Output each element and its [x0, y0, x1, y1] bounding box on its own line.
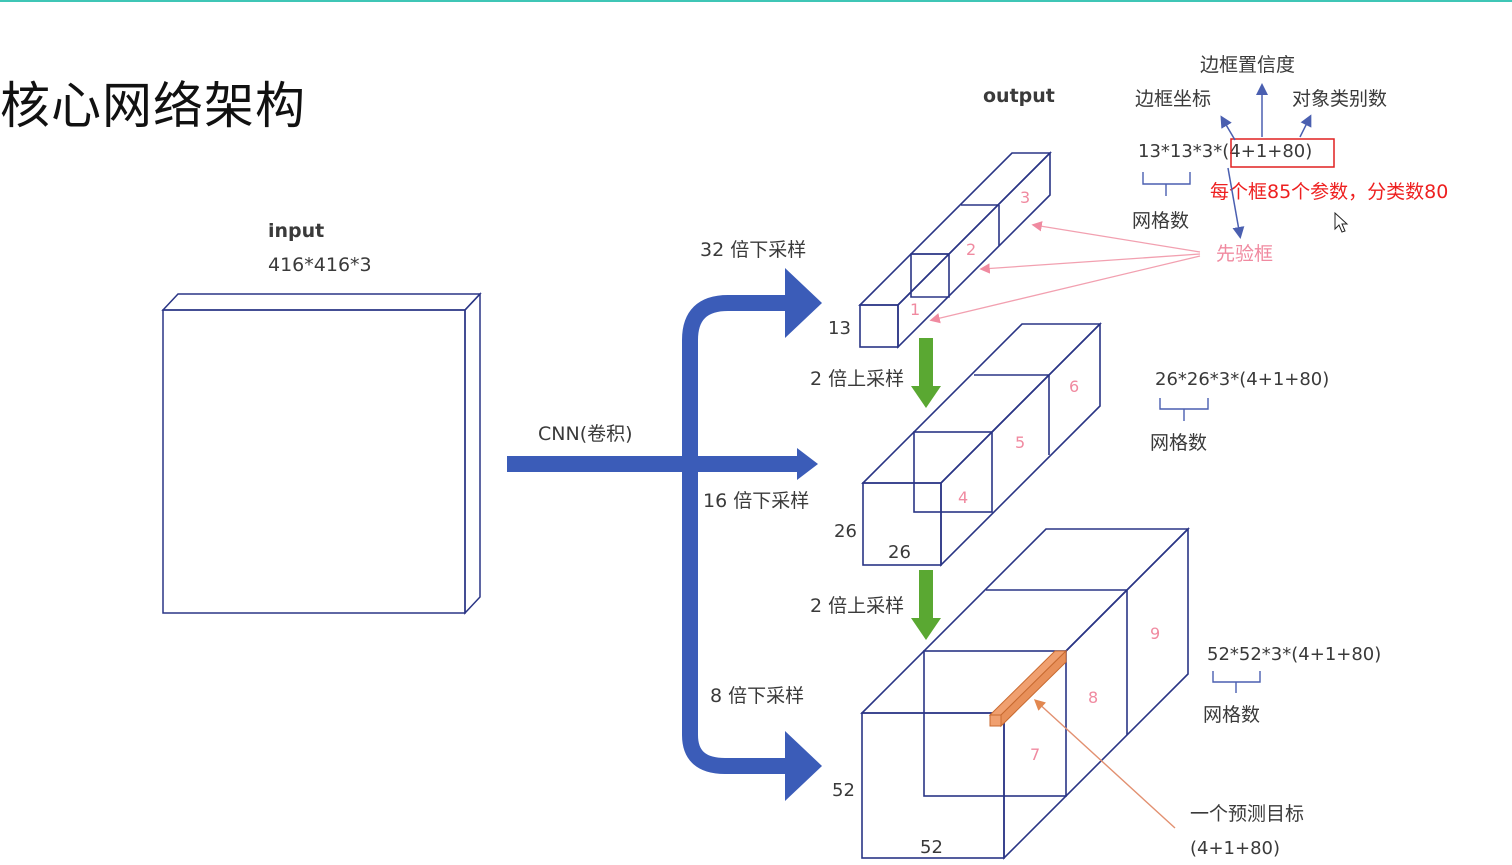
grid-brace-13	[1142, 172, 1191, 196]
downsample-8-label: 8 倍下采样	[710, 685, 804, 707]
target-arrow	[1033, 699, 1176, 829]
grid-brace-52	[1212, 671, 1261, 693]
dim-26-bottom: 26	[888, 542, 911, 563]
coords-label: 边框坐标	[1135, 88, 1211, 110]
cell-7: 7	[1030, 745, 1040, 764]
note-85-params: 每个框85个参数，分类数80	[1210, 181, 1448, 203]
cursor-icon	[1334, 211, 1349, 233]
downsample-32-label: 32 倍下采样	[700, 239, 806, 261]
dim-52-bottom: 52	[920, 837, 943, 858]
upsample-arrow-2	[911, 570, 941, 640]
input-block	[161, 292, 482, 615]
downsample-16-label: 16 倍下采样	[703, 490, 809, 512]
output-label: output	[983, 85, 1055, 107]
classes-label: 对象类别数	[1292, 88, 1387, 110]
dim-26-left: 26	[834, 521, 857, 542]
cell-8: 8	[1088, 688, 1098, 707]
anchor-arrow-3	[1031, 221, 1201, 253]
upsample-label-1: 2 倍上采样	[810, 368, 904, 390]
grid-brace-26	[1159, 398, 1209, 421]
formula-26: 26*26*3*(4+1+80)	[1155, 369, 1329, 390]
formula-13: 13*13*3*(4+1+80)	[1138, 141, 1312, 162]
cell-3: 3	[1020, 188, 1030, 207]
grid-52-block	[860, 527, 1190, 860]
formula-52: 52*52*3*(4+1+80)	[1207, 644, 1381, 665]
cell-2: 2	[966, 240, 976, 259]
highlight-box	[1230, 138, 1335, 168]
cell-9: 9	[1150, 624, 1160, 643]
dim-13: 13	[828, 318, 851, 339]
target-formula: (4+1+80)	[1190, 838, 1280, 859]
coords-arrow	[1220, 115, 1236, 141]
target-cell	[988, 649, 1068, 728]
classes-arrow	[1299, 114, 1312, 138]
cell-4: 4	[958, 488, 968, 507]
input-size: 416*416*3	[268, 254, 372, 276]
page-title: 核心网络架构	[0, 77, 306, 135]
cnn-arrow	[507, 448, 818, 480]
upsample-arrow-1	[911, 338, 941, 408]
grid-label-26: 网格数	[1150, 432, 1207, 454]
anchor-arrow-1	[929, 255, 1201, 324]
target-label: 一个预测目标	[1190, 803, 1304, 825]
cell-1: 1	[910, 300, 920, 319]
cell-6: 6	[1069, 377, 1079, 396]
grid-label-52: 网格数	[1203, 704, 1260, 726]
confidence-label: 边框置信度	[1200, 54, 1295, 76]
upsample-label-2: 2 倍上采样	[810, 595, 904, 617]
grid-13-block	[858, 151, 1052, 349]
dim-52-left: 52	[832, 780, 855, 801]
top-accent-line	[0, 0, 1512, 2]
grid-label-13: 网格数	[1132, 210, 1189, 232]
input-label: input	[268, 220, 324, 242]
cell-5: 5	[1015, 433, 1025, 452]
branch-arrow	[682, 268, 822, 801]
anchor-label: 先验框	[1216, 243, 1273, 265]
anchor-arrow-2	[979, 253, 1201, 274]
grid-26-block	[861, 322, 1102, 567]
anchor-blue-arrow	[1227, 167, 1245, 239]
cnn-label: CNN(卷积)	[538, 423, 633, 445]
